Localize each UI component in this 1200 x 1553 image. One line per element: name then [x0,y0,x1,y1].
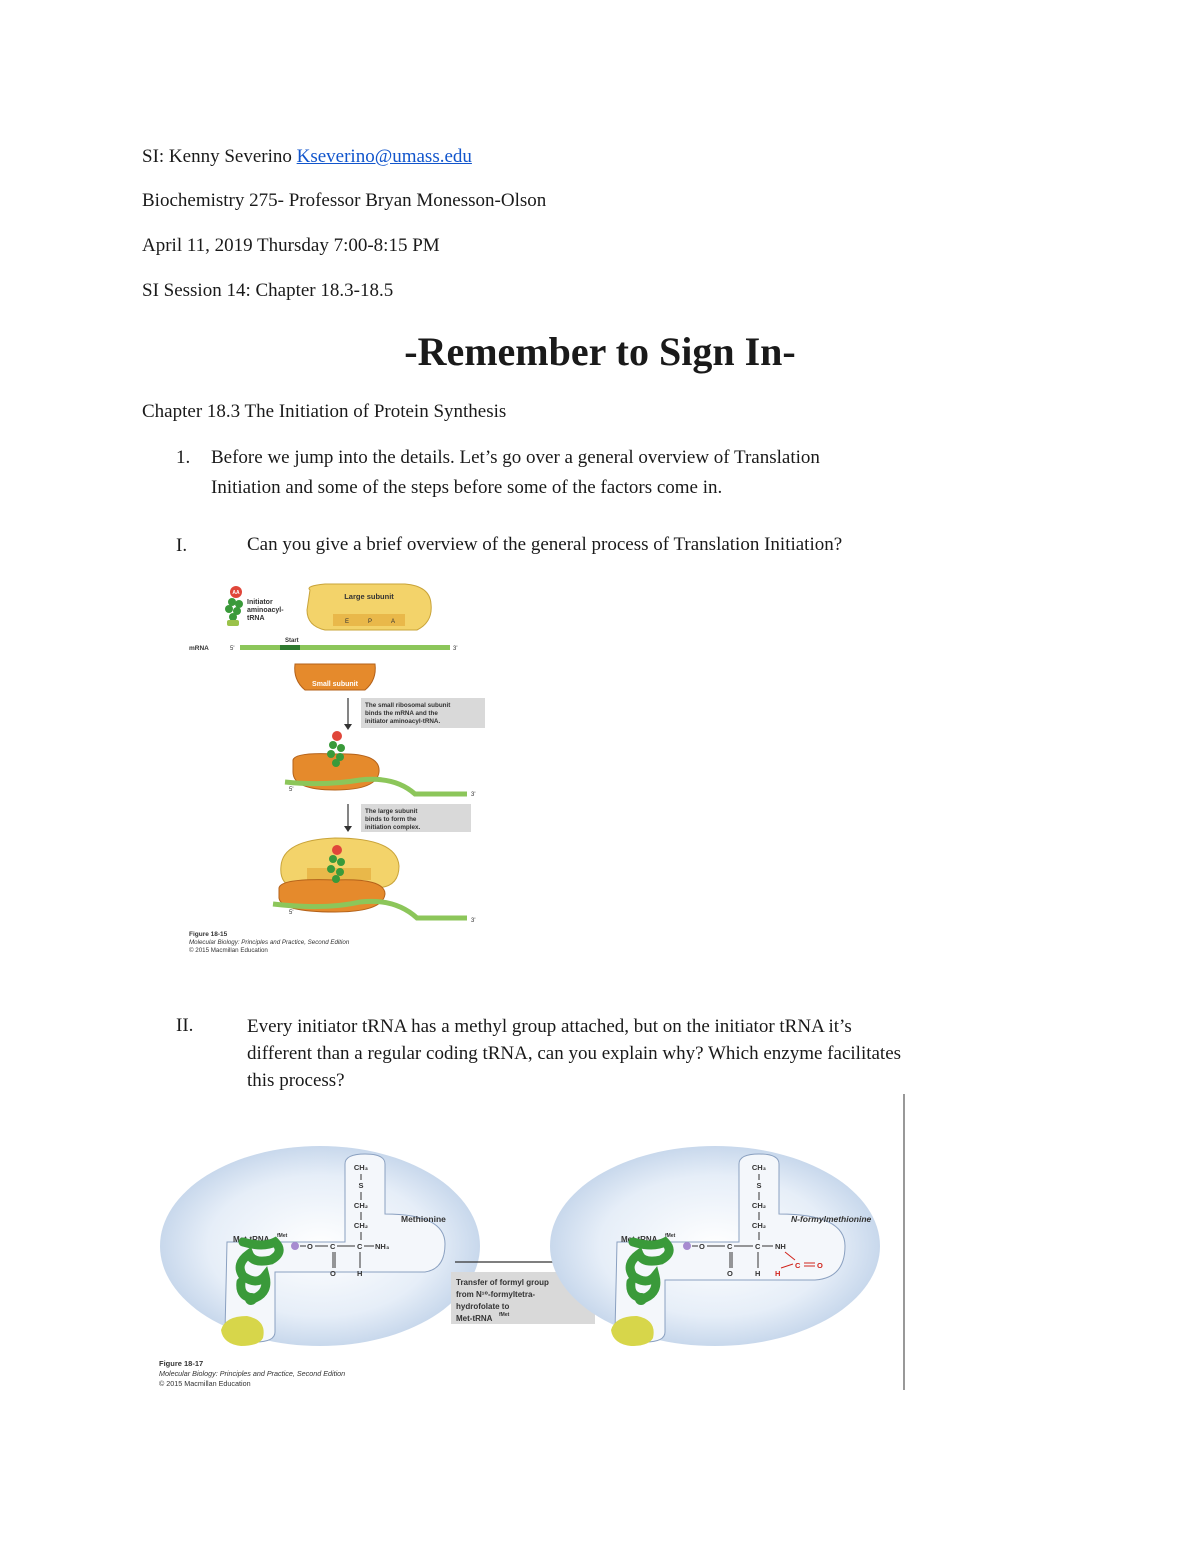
svg-text:C: C [755,1242,761,1251]
sign-in-banner: -Remember to Sign In- [404,329,796,374]
svg-text:fMet: fMet [665,1233,676,1239]
svg-text:CH₂: CH₂ [752,1201,766,1210]
si-prefix: SI: Kenny Severino [142,146,297,167]
svg-text:aminoacyl-: aminoacyl- [247,607,284,614]
svg-text:Methionine: Methionine [401,1214,446,1224]
aa-bead-icon [230,586,242,598]
small-subunit-shape [294,663,376,691]
svg-text:Figure 18-15: Figure 18-15 [189,931,228,938]
svg-text:Small subunit: Small subunit [312,681,359,688]
svg-text:O: O [699,1242,705,1251]
question2-text: Every initiator tRNA has a methyl group … [247,1013,1077,1094]
svg-text:from N¹⁰-formyltetra-: from N¹⁰-formyltetra- [456,1290,535,1299]
svg-text:Figure 18-17: Figure 18-17 [159,1359,203,1368]
svg-text:Start: Start [285,638,299,644]
svg-text:initiator aminoacyl-tRNA.: initiator aminoacyl-tRNA. [365,718,440,725]
email-link[interactable]: Kseverino@umass.edu [296,146,472,167]
svg-text:Initiator: Initiator [247,599,273,606]
svg-text:tRNA: tRNA [247,615,265,622]
svg-text:© 2015 Macmillan Education: © 2015 Macmillan Education [189,947,268,954]
svg-text:CH₂: CH₂ [354,1201,368,1210]
svg-text:5': 5' [289,787,293,793]
svg-text:C: C [795,1261,801,1270]
question2-number: II. [176,1015,194,1036]
mrna-bound [284,776,467,797]
svg-text:fMet: fMet [499,1312,510,1318]
list-number: 1. [176,447,191,468]
svg-text:The large subunit: The large subunit [365,808,418,815]
trna-complex-icon [327,855,345,883]
svg-text:O: O [727,1269,733,1278]
svg-text:N-formylmethionine: N-formylmethionine [791,1214,872,1224]
step1-box [361,698,485,728]
start-codon [280,645,300,650]
svg-text:NH₃: NH₃ [375,1242,390,1251]
svg-text:P: P [368,619,372,625]
svg-text:5': 5' [289,910,293,916]
question2-line3: this process? [247,1070,345,1091]
svg-text:H: H [775,1269,780,1278]
svg-text:fMet: fMet [277,1233,288,1239]
svg-text:3': 3' [453,646,457,652]
svg-text:C: C [330,1242,336,1251]
svg-text:C: C [357,1242,363,1251]
svg-text:O: O [817,1261,823,1270]
svg-text:Molecular Biology: Principles: Molecular Biology: Principles and Practi… [189,939,350,946]
trna-bound-icon [327,741,345,767]
translation-initiation-figure: AA Initiator aminoacyl- tRNA Large subun… [189,583,485,954]
svg-text:mRNA: mRNA [189,645,209,652]
svg-text:CH₂: CH₂ [354,1221,368,1230]
trna-left-icon [221,1236,284,1346]
formylation-figure: CH₃ S CH₂ CH₂ Methionine Met-tRNA fMet O… [159,1094,905,1390]
svg-text:S: S [756,1181,761,1190]
svg-text:NH: NH [775,1242,786,1251]
list-item-line2: Initiation and some of the steps before … [211,477,723,498]
svg-text:© 2015 Macmillan Education: © 2015 Macmillan Education [159,1379,251,1388]
question1-number: I. [176,535,188,556]
question1-text: Can you give a brief overview of the gen… [247,534,843,555]
svg-text:O: O [307,1242,313,1251]
ester-bond-right-icon [683,1242,691,1250]
svg-text:CH₃: CH₃ [752,1163,767,1172]
trna-right-icon [611,1236,674,1346]
svg-text:O: O [330,1269,336,1278]
step2-box [361,804,471,832]
svg-text:The small ribosomal subunit: The small ribosomal subunit [365,702,451,709]
ester-bond-icon [291,1242,299,1250]
mrna-complex [272,898,467,921]
svg-text:Transfer of formyl group: Transfer of formyl group [456,1278,549,1287]
svg-text:A: A [391,619,395,625]
svg-text:H: H [755,1269,760,1278]
svg-text:C: C [727,1242,733,1251]
date-line: April 11, 2019 Thursday 7:00-8:15 PM [142,235,440,256]
ribosome-sites [333,614,405,626]
svg-text:5': 5' [230,646,234,652]
mrna-strand [240,645,450,650]
svg-text:H: H [357,1269,362,1278]
initiator-trna-icon [225,598,243,626]
list-item-text: Before we jump into the details. Let’s g… [211,443,1011,503]
svg-text:E: E [345,619,349,625]
svg-text:initiation complex.: initiation complex. [365,824,421,831]
svg-text:hydrofolate to: hydrofolate to [456,1302,509,1311]
svg-text:Met-tRNA: Met-tRNA [456,1314,493,1323]
svg-text:CH₂: CH₂ [752,1221,766,1230]
svg-text:binds to form the: binds to form the [365,816,417,823]
svg-text:S: S [358,1181,363,1190]
svg-text:CH₃: CH₃ [354,1163,369,1172]
svg-text:3': 3' [471,918,475,924]
svg-text:Large subunit: Large subunit [344,592,394,601]
svg-text:AA: AA [232,590,240,596]
svg-text:Molecular Biology: Principles: Molecular Biology: Principles and Practi… [159,1369,345,1378]
section-heading: Chapter 18.3 The Initiation of Protein S… [142,401,507,422]
si-line: SI: Kenny Severino Kseverino@umass.edu [142,146,472,168]
course-line: Biochemistry 275- Professor Bryan Moness… [142,190,547,211]
question2-line2: different than a regular coding tRNA, ca… [247,1043,902,1064]
svg-text:3': 3' [471,792,475,798]
session-line: SI Session 14: Chapter 18.3-18.5 [142,280,394,301]
question2-line1: Every initiator tRNA has a methyl group … [247,1016,852,1037]
list-item-line1: Before we jump into the details. Let’s g… [211,447,820,468]
svg-text:binds the mRNA and the: binds the mRNA and the [365,710,438,717]
